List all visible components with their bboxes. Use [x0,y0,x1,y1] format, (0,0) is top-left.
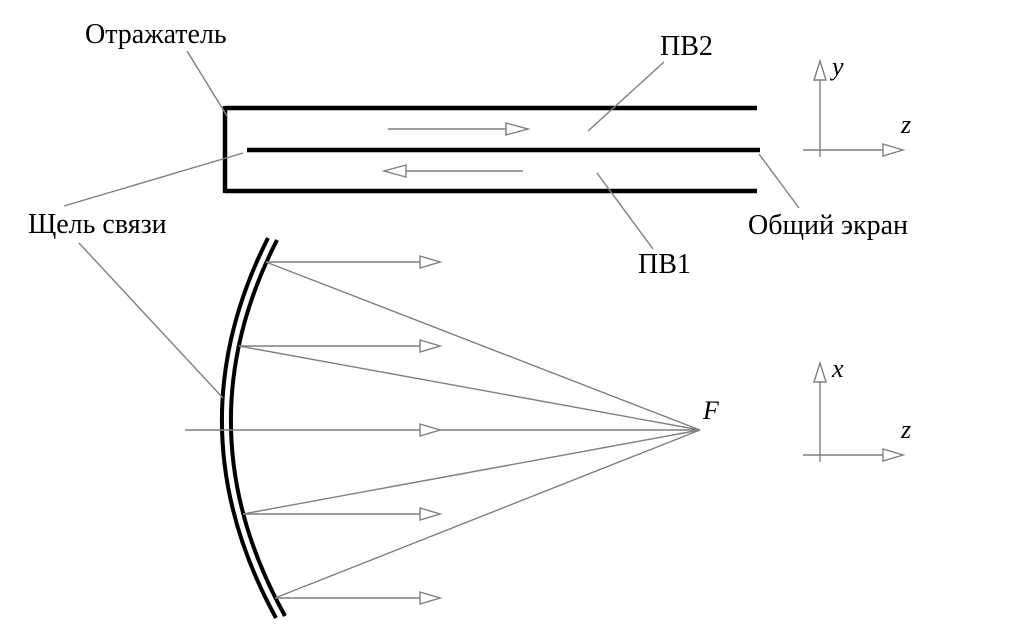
ray-to-focus-4 [242,429,701,515]
axis-label-z-top: z [900,110,911,139]
leader-waveguide1 [596,172,654,250]
z-axis-bottom-arrowhead-icon [882,448,906,462]
x-axis-arrowhead-icon [813,360,827,383]
waveguide-side-view [63,50,800,250]
plane-wave-arrow-5-head-icon [419,591,443,605]
plane-wave-arrow-4-head-icon [419,507,443,521]
label-coupling-slot: Щель связи [28,209,167,240]
leader-waveguide2 [587,61,665,132]
ray-to-focus-5 [274,429,701,599]
ray-to-focus-2 [238,345,701,431]
forward-wave-arrowhead-icon [505,122,531,136]
leader-coupling-slot-top [63,152,244,207]
ray-to-focus-1 [265,261,701,431]
reflector-front-view [78,237,701,619]
y-axis-arrowhead-icon [813,58,827,81]
label-waveguide2: ПВ2 [660,31,713,62]
bottom-axes [803,360,906,462]
reflector-inner-curve [228,239,287,617]
z-axis-top-arrowhead-icon [882,143,906,157]
label-waveguide1: ПВ1 [638,249,691,280]
leader-reflector [186,50,228,117]
plane-wave-arrow-1-head-icon [419,255,443,269]
label-reflector: Отражатель [85,19,227,50]
leader-common-screen [758,153,800,209]
plane-wave-arrow-3-head-icon [419,423,443,437]
axis-label-z-bottom: z [900,415,911,444]
axis-label-y: y [829,52,844,81]
label-common-screen: Общий экран [748,210,908,241]
top-axes [803,58,906,157]
label-focal-point: F [702,396,720,425]
plane-wave-arrow-2-head-icon [419,339,443,353]
leader-coupling-slot-bottom [78,242,224,399]
reflector-outer-curve [219,237,278,619]
axis-label-x: x [831,354,844,383]
backward-wave-arrowhead-icon [381,164,407,178]
